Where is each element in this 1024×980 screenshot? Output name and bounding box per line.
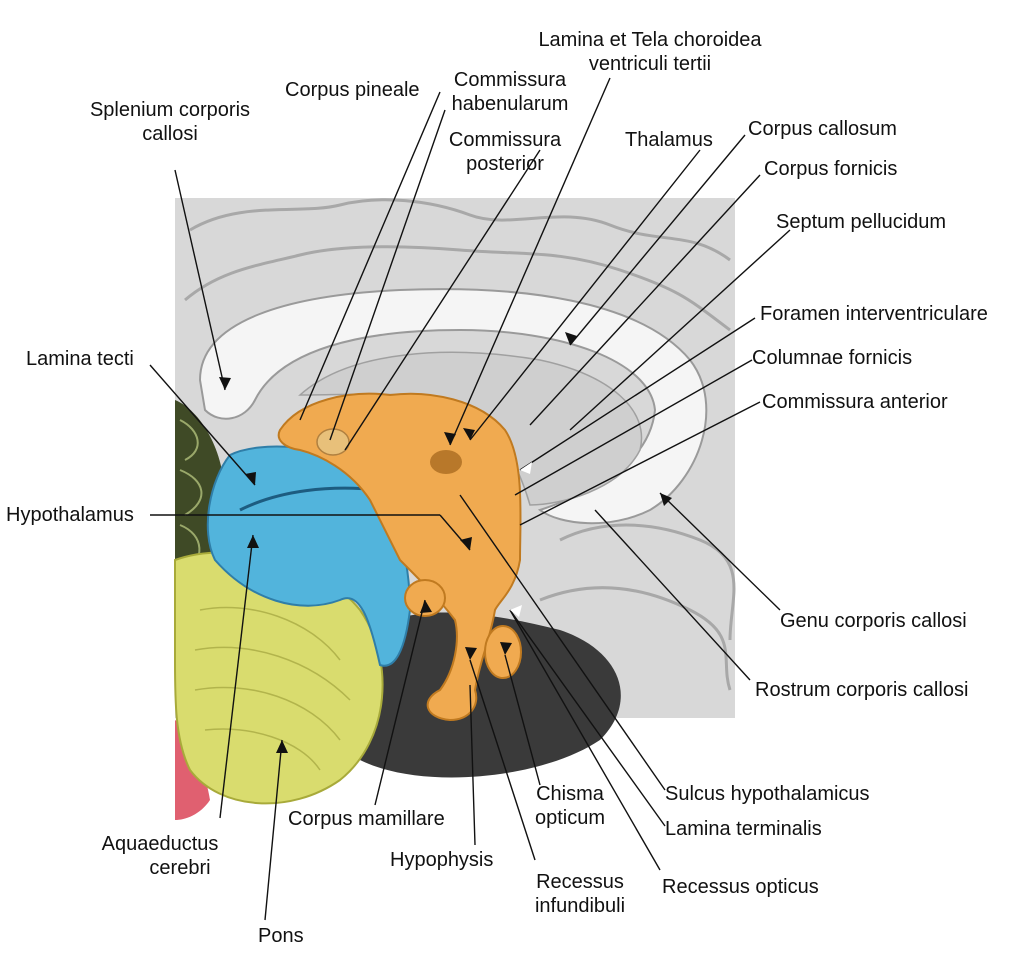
- label-corpus-pineale: Corpus pineale: [285, 79, 420, 101]
- corpus-callosum-shape: [198, 288, 708, 525]
- label-genu-corporis-callosi: Genu corporis callosi: [780, 610, 967, 632]
- label-lamina-terminalis: Lamina terminalis: [665, 818, 822, 840]
- label-lamina-tela-choroidea: Lamina et Tela choroidea ventriculi tert…: [520, 28, 780, 76]
- label-splenium: Splenium corporis callosi: [80, 98, 260, 146]
- label-corpus-mamillare: Corpus mamillare: [288, 808, 445, 830]
- label-comm-post-line1: Commissura: [448, 129, 562, 151]
- optic-chiasm-shape: [484, 625, 522, 679]
- label-rostrum-corporis-callosi: Rostrum corporis callosi: [755, 679, 969, 701]
- label-lamina-tela-line2: ventriculi tertii: [588, 53, 712, 75]
- gyri: [184, 198, 736, 691]
- label-aqua-line2: cerebri: [149, 857, 211, 879]
- label-chisma-line1: Chisma: [536, 783, 604, 805]
- diencephalon-shape: [277, 392, 522, 722]
- label-foramen-interventriculare: Foramen interventriculare: [760, 303, 988, 325]
- pons-fibers: [194, 606, 351, 771]
- leader-lines: [149, 77, 791, 921]
- label-pons: Pons: [258, 925, 304, 947]
- label-thalamus: Thalamus: [625, 129, 713, 151]
- label-comm-hab-line1: Commissura: [453, 69, 567, 91]
- label-commissura-anterior: Commissura anterior: [762, 391, 948, 413]
- label-commissura-posterior: Commissura posterior: [440, 128, 570, 176]
- label-chisma-opticum: Chisma opticum: [520, 782, 620, 830]
- label-hypothalamus: Hypothalamus: [6, 504, 134, 526]
- label-splenium-line1: Splenium corporis: [89, 99, 251, 121]
- interthalamic-adhesion: [430, 450, 462, 474]
- label-aqua-line1: Aquaeductus: [101, 833, 219, 855]
- label-aquaeductus-cerebri: Aquaeductus cerebri: [85, 832, 235, 880]
- label-chisma-line2: opticum: [534, 807, 606, 829]
- label-rec-inf-line1: Recessus: [536, 871, 624, 893]
- label-lamina-tecti: Lamina tecti: [26, 348, 134, 370]
- label-hypophysis: Hypophysis: [390, 849, 494, 871]
- label-recessus-opticus: Recessus opticus: [662, 876, 819, 898]
- label-comm-post-line2: posterior: [466, 153, 544, 175]
- label-comm-hab-line2: habenularum: [451, 93, 569, 115]
- label-corpus-callosum: Corpus callosum: [748, 118, 897, 140]
- dark-basal-region: [360, 612, 621, 778]
- label-rec-inf-line2: infundibuli: [534, 895, 626, 917]
- label-columnae-fornicis: Columnae fornicis: [752, 347, 913, 369]
- label-lamina-tela-line1: Lamina et Tela choroidea: [538, 29, 762, 51]
- label-septum-pellucidum: Septum pellucidum: [776, 211, 947, 233]
- pineal-shape: [316, 428, 350, 456]
- label-recessus-infundibuli: Recessus infundibuli: [515, 870, 645, 918]
- mamillary-body-shape: [404, 579, 446, 617]
- label-commissura-habenularum: Commissura habenularum: [440, 68, 580, 116]
- white-arrowheads: [510, 462, 532, 617]
- arrowheads: [219, 332, 672, 753]
- label-sulcus-hypothalamicus: Sulcus hypothalamicus: [665, 783, 870, 805]
- label-splenium-line2: callosi: [142, 123, 198, 145]
- label-corpus-fornicis: Corpus fornicis: [764, 158, 898, 180]
